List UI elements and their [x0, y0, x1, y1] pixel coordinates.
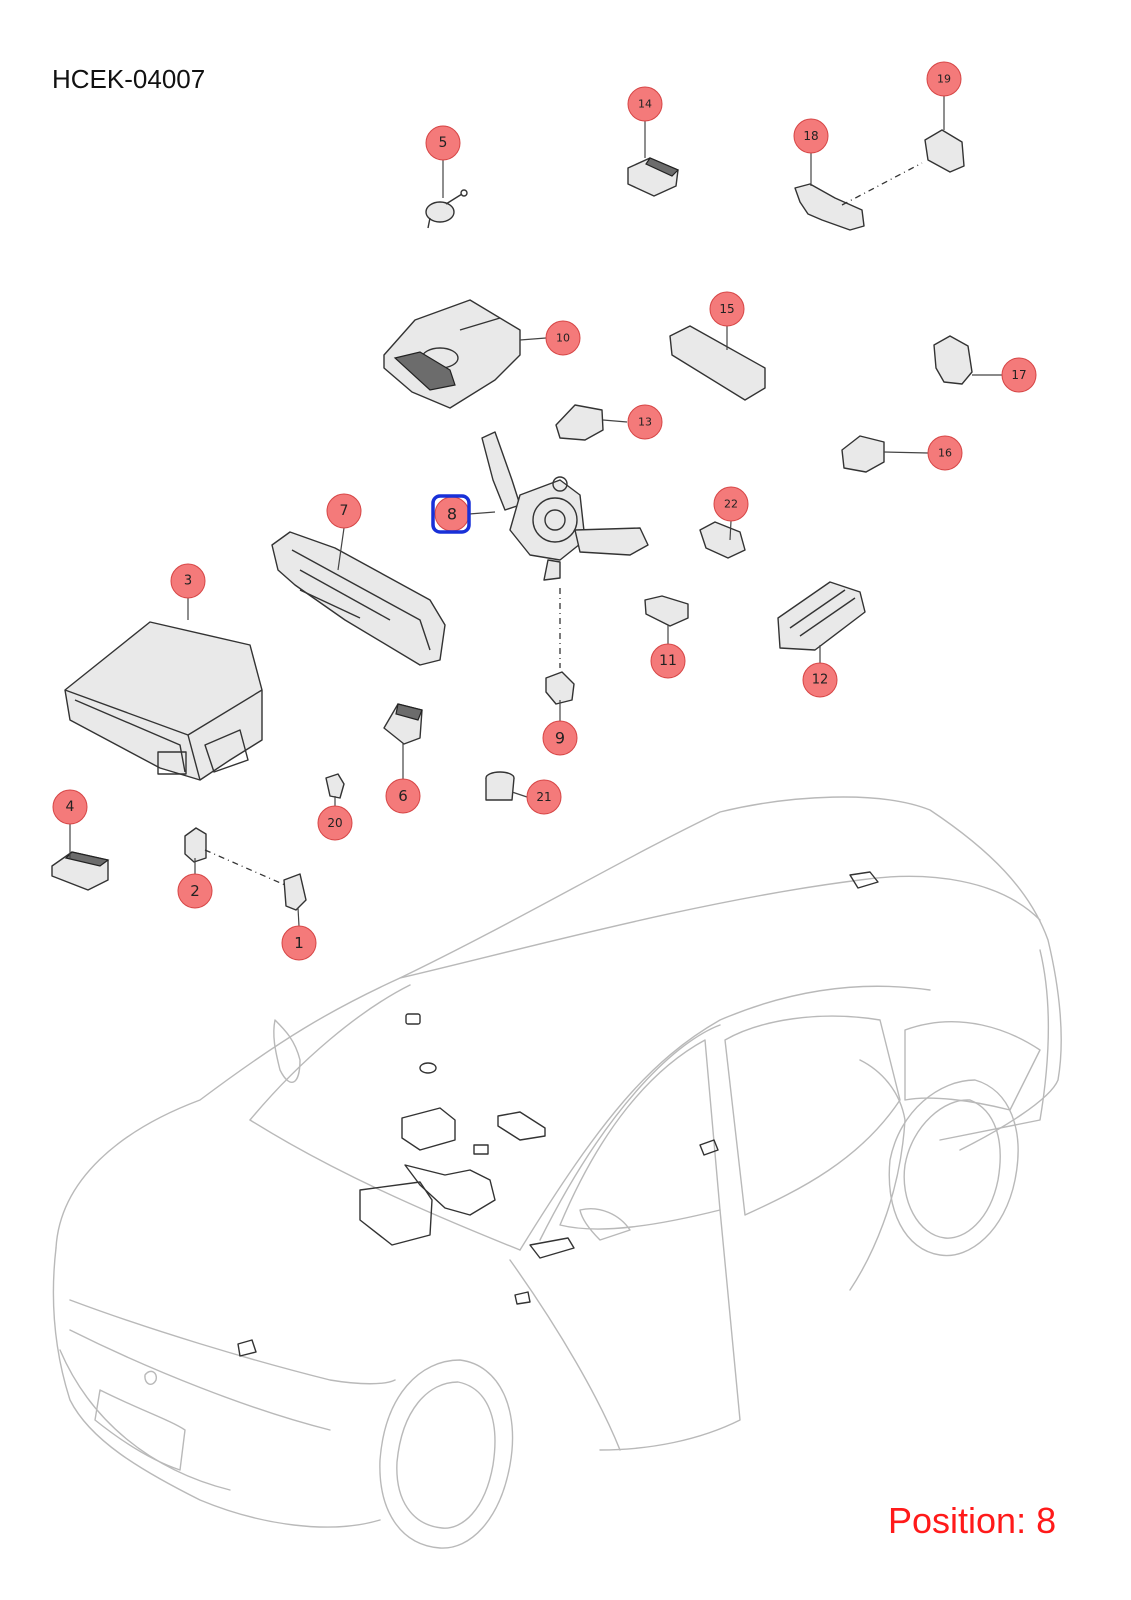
- part-18-bracket: [794, 183, 865, 231]
- callout-8[interactable]: 8: [434, 496, 470, 532]
- callout-3[interactable]: 3: [170, 563, 206, 599]
- svg-text:12: 12: [812, 673, 829, 688]
- svg-text:11: 11: [659, 653, 677, 669]
- part-22-sensor: [699, 521, 746, 559]
- car-outline: [52, 796, 1062, 1549]
- callout-16[interactable]: 16: [927, 435, 963, 471]
- callout-17[interactable]: 17: [1001, 357, 1037, 393]
- part-21-socket: [485, 771, 515, 801]
- svg-text:5: 5: [439, 135, 448, 151]
- part-1-bracket: [283, 873, 307, 911]
- svg-text:7: 7: [340, 503, 349, 519]
- svg-text:22: 22: [724, 498, 738, 511]
- callout-22[interactable]: 22: [713, 486, 749, 522]
- svg-text:14: 14: [638, 98, 652, 111]
- part-12-window-switch: [777, 581, 866, 651]
- part-20-clip: [325, 773, 345, 799]
- callout-6[interactable]: 6: [385, 778, 421, 814]
- callout-13[interactable]: 13: [627, 404, 663, 440]
- dash-line-2-1: [204, 849, 286, 886]
- callout-20[interactable]: 20: [317, 805, 353, 841]
- part-8-combination-switch: [481, 431, 649, 581]
- callout-4[interactable]: 4: [52, 789, 88, 825]
- callout-15[interactable]: 15: [709, 291, 745, 327]
- svg-text:4: 4: [66, 799, 75, 815]
- dash-line-18-19: [841, 162, 923, 206]
- callout-14[interactable]: 14: [627, 86, 663, 122]
- svg-text:10: 10: [556, 332, 570, 345]
- part-9-sensor: [545, 671, 575, 705]
- part-16-switch: [841, 435, 885, 473]
- part-11-connector: [644, 595, 689, 627]
- part-19-sensor: [924, 129, 965, 173]
- svg-text:16: 16: [938, 447, 952, 460]
- svg-text:19: 19: [937, 73, 951, 86]
- callout-21[interactable]: 21: [526, 779, 562, 815]
- part-17-sensor: [933, 335, 973, 385]
- callout-19[interactable]: 19: [926, 61, 962, 97]
- callout-5[interactable]: 5: [425, 125, 461, 161]
- callout-11[interactable]: 11: [650, 643, 686, 679]
- callout-18[interactable]: 18: [793, 118, 829, 154]
- svg-text:2: 2: [190, 882, 200, 900]
- svg-text:15: 15: [719, 302, 734, 316]
- svg-text:21: 21: [536, 790, 551, 804]
- part-15-module: [669, 325, 766, 401]
- svg-text:1: 1: [294, 934, 304, 952]
- svg-text:20: 20: [327, 816, 342, 830]
- callout-1[interactable]: 1: [281, 925, 317, 961]
- part-2-sensor: [184, 827, 207, 863]
- callout-10[interactable]: 10: [545, 320, 581, 356]
- part-5-sensor: [425, 189, 468, 229]
- part-6-switch: [383, 703, 423, 745]
- svg-text:18: 18: [803, 129, 818, 143]
- svg-text:13: 13: [638, 416, 652, 429]
- svg-text:8: 8: [447, 505, 457, 524]
- callout-12[interactable]: 12: [802, 662, 838, 698]
- svg-text:6: 6: [398, 787, 408, 805]
- callout-2[interactable]: 2: [177, 873, 213, 909]
- diagram-code: HCEK-04007: [52, 64, 206, 94]
- position-label: Position: 8: [888, 1500, 1057, 1541]
- part-7-instrument-cluster: [271, 531, 446, 666]
- svg-text:17: 17: [1011, 368, 1026, 382]
- callout-9[interactable]: 9: [542, 720, 578, 756]
- selected-callout-highlight: [431, 494, 471, 534]
- part-4-connector: [51, 851, 110, 891]
- part-13-switch: [555, 404, 604, 441]
- svg-text:3: 3: [184, 574, 192, 589]
- part-10-switch-panel: [383, 299, 521, 409]
- leader-lines: [69, 96, 1002, 927]
- svg-text:9: 9: [555, 729, 565, 748]
- callout-7[interactable]: 7: [326, 493, 362, 529]
- part-3-control-unit: [64, 621, 263, 781]
- part-14-connector: [627, 157, 680, 197]
